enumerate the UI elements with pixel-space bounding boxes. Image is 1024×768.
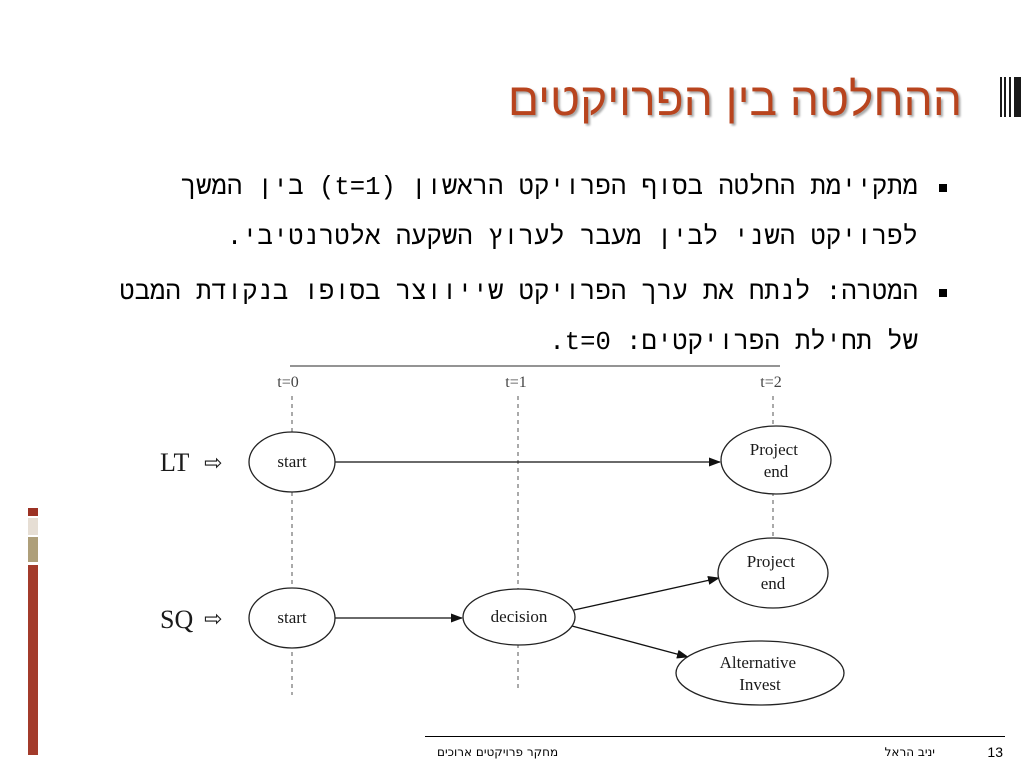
decoration-bar xyxy=(1009,77,1011,117)
node-sq-project-end: Project end xyxy=(717,537,829,609)
node-ellipse xyxy=(248,587,336,649)
node-label: Project end xyxy=(747,552,799,593)
decoration-bar xyxy=(1004,77,1006,117)
bullet-text: המטרה: לנתח את ערך הפרויקט שייווצר בסופו… xyxy=(119,268,918,368)
edge-decision-to-project-end xyxy=(573,575,720,611)
node-ellipse xyxy=(248,431,336,493)
bullet-item: מתקיימת החלטה בסוף הפרויקט הראשון (t=1) … xyxy=(0,163,1024,263)
node-label: start xyxy=(277,452,307,471)
footer-course-title: מחקר פרויקטים ארוכים xyxy=(437,745,559,759)
node-label: decision xyxy=(491,607,548,626)
node-lt-project-end: Project end xyxy=(720,425,832,495)
slide-title: ההחלטה בין הפרויקטים xyxy=(507,73,962,125)
node-label-line: end xyxy=(764,462,789,481)
hollow-right-arrow-icon: ⇨ xyxy=(204,607,222,632)
node-label-line: Invest xyxy=(739,675,781,694)
side-accent-block-tan xyxy=(28,537,38,562)
node-sq-start: start xyxy=(248,587,336,649)
square-bullet-icon xyxy=(939,184,947,192)
footer-divider xyxy=(425,736,1005,737)
side-accent-strip xyxy=(28,508,38,755)
bullet-item: המטרה: לנתח את ערך הפרויקט שייווצר בסופו… xyxy=(0,268,1024,368)
side-accent-block-light xyxy=(28,518,38,535)
node-ellipse xyxy=(462,588,576,646)
row-label-sq: SQ xyxy=(160,605,193,634)
node-label: Project end xyxy=(750,440,802,481)
bullet-line: המטרה: לנתח את ערך הפרויקט שייווצר בסופו… xyxy=(119,278,918,307)
node-ellipse xyxy=(717,537,829,609)
side-accent-block-small xyxy=(28,508,38,516)
node-ellipse xyxy=(675,640,845,706)
time-label-t1: t=1 xyxy=(505,374,526,391)
node-label-line: Alternative xyxy=(720,653,796,672)
bullet-line: מתקיימת החלטה בסוף הפרויקט הראשון (t=1) … xyxy=(180,173,918,202)
bullet-line: לפרויקט השני לבין מעבר לערוץ השקעה אלטרנ… xyxy=(226,223,918,252)
time-label-t2: t=2 xyxy=(760,374,781,391)
node-sq-alternative-invest: Alternative Invest xyxy=(675,640,845,706)
node-label: Alternative Invest xyxy=(720,653,801,694)
node-label-line: Project xyxy=(747,552,795,571)
decoration-bar xyxy=(1014,77,1021,117)
footer-author: יניב הראל xyxy=(884,745,935,759)
bullet-line: של תחילת הפרויקטים: t=0. xyxy=(549,328,918,357)
row-label-lt: LT xyxy=(160,448,189,477)
node-ellipse xyxy=(720,425,832,495)
decision-timeline-diagram: t=0 t=1 t=2 LT ⇨ SQ ⇨ start Project end xyxy=(160,365,845,706)
node-label: start xyxy=(277,608,307,627)
square-bullet-icon xyxy=(939,289,947,297)
hollow-right-arrow-icon: ⇨ xyxy=(204,451,222,476)
side-accent-block-long xyxy=(28,565,38,755)
time-label-t0: t=0 xyxy=(277,374,298,391)
node-label-line: end xyxy=(761,574,786,593)
node-sq-decision: decision xyxy=(462,588,576,646)
decoration-bar xyxy=(1000,77,1002,117)
edge-decision-to-alternative-invest xyxy=(571,625,689,659)
vertical-bars-icon xyxy=(1000,77,1022,117)
bullet-text: מתקיימת החלטה בסוף הפרויקט הראשון (t=1) … xyxy=(181,163,918,263)
page-number: 13 xyxy=(987,744,1003,760)
node-label-line: Project xyxy=(750,440,798,459)
node-lt-start: start xyxy=(248,431,336,493)
